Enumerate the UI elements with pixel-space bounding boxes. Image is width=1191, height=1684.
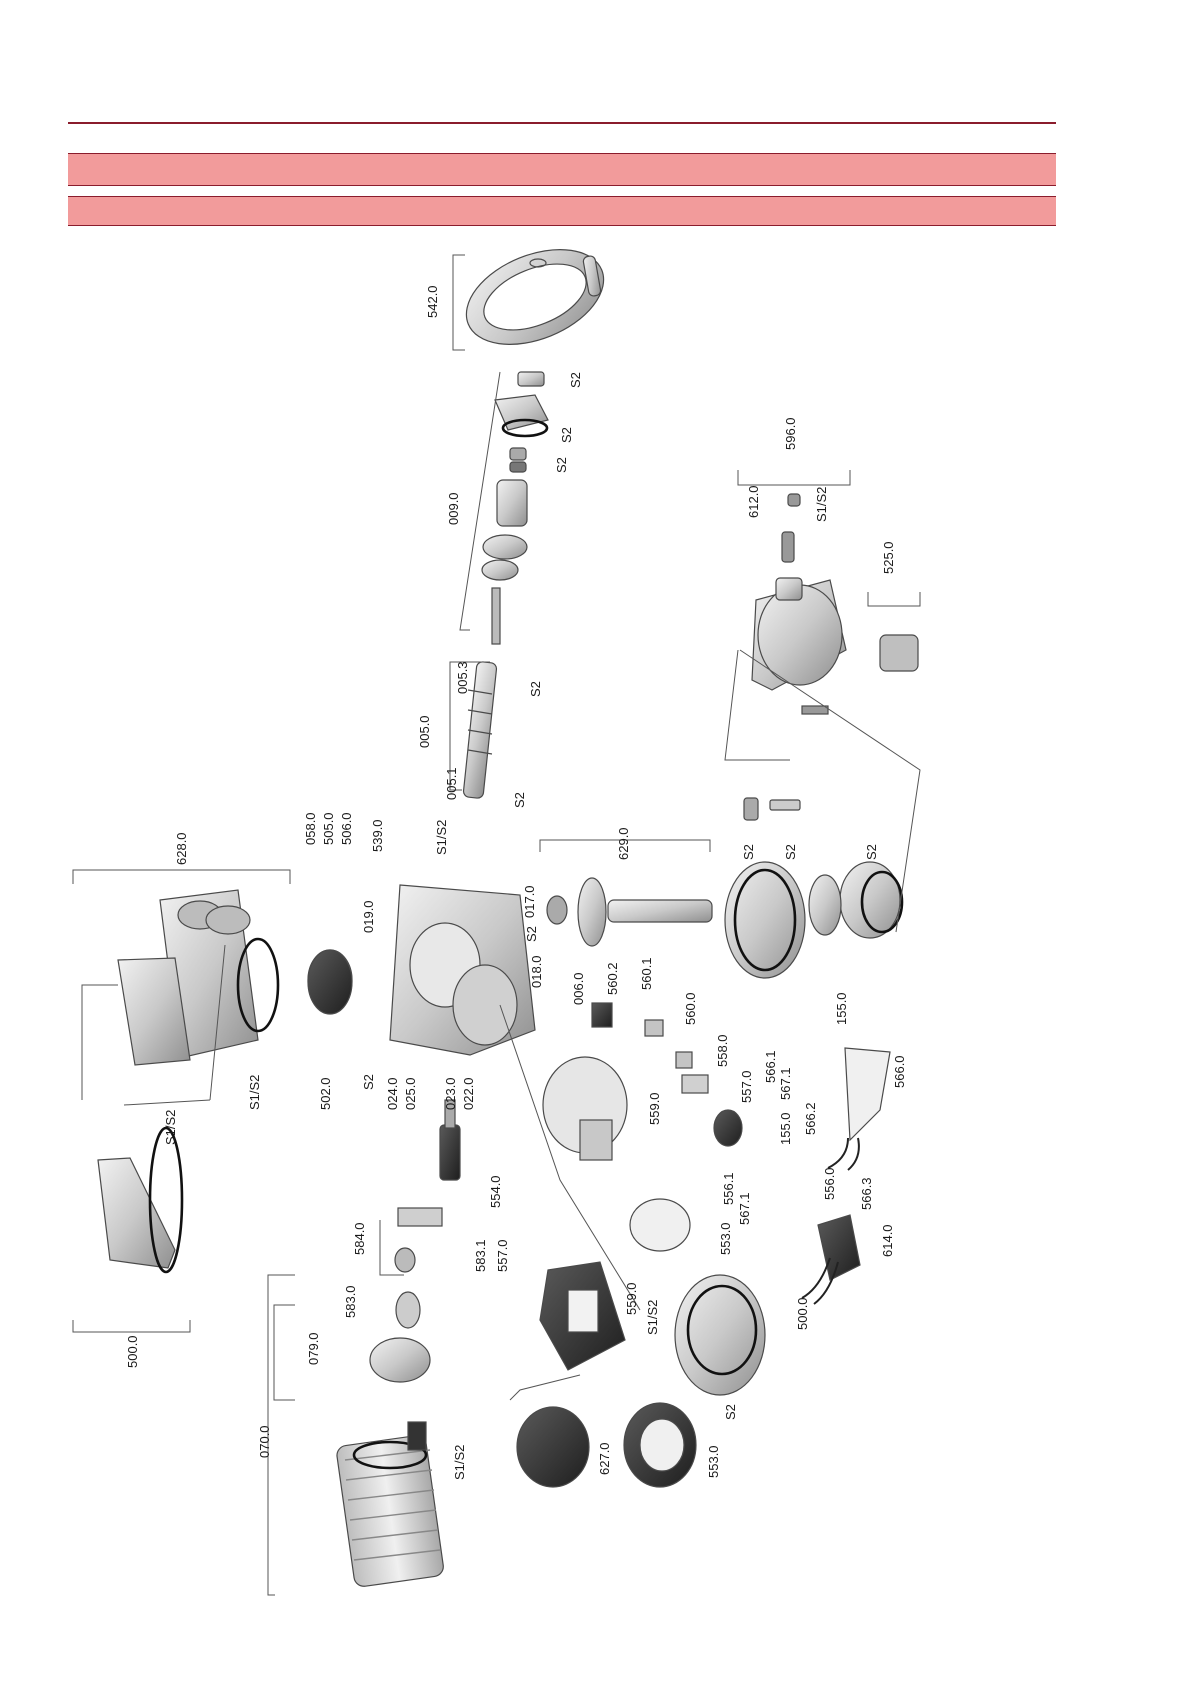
label-525: 525.0: [881, 541, 896, 574]
label-566: 566.0: [892, 1055, 907, 1088]
label-629: 629.0: [616, 827, 631, 860]
label-566-1: 566.1: [763, 1050, 778, 1083]
label-627: 627.0: [597, 1442, 612, 1475]
label-025: 025.0: [403, 1077, 418, 1110]
header-band-2: [68, 196, 1056, 226]
label-566-3: 566.3: [859, 1177, 874, 1210]
label-s2-5: S2: [512, 792, 527, 808]
indicator-disc-part: [629, 1198, 691, 1252]
label-s1s2-559: S1/S2: [645, 1300, 660, 1335]
label-628: 628.0: [174, 832, 189, 865]
label-019: 019.0: [361, 900, 376, 933]
label-018: 018.0: [529, 955, 544, 988]
electronics-cover-part: [674, 1274, 766, 1396]
label-539: 539.0: [370, 819, 385, 852]
control-unit-part-559: [542, 1056, 628, 1161]
label-612: 612.0: [746, 485, 761, 518]
label-559-b: 559.0: [624, 1282, 639, 1315]
label-s2-4: S2: [528, 681, 543, 697]
label-s2-7: S2: [783, 844, 798, 860]
control-module-part-559b: [539, 1261, 626, 1371]
label-558: 558.0: [715, 1034, 730, 1067]
label-005: 005.0: [417, 715, 432, 748]
label-542: 542.0: [425, 285, 440, 318]
label-155-b: 155.0: [834, 992, 849, 1025]
label-559-a: 559.0: [647, 1092, 662, 1125]
output-flange-part: [751, 493, 919, 715]
label-058: 058.0: [303, 812, 318, 845]
label-005-1: 005.1: [444, 767, 459, 800]
label-500-b: 500.0: [795, 1297, 810, 1330]
label-070: 070.0: [257, 1425, 272, 1458]
brake-part-079: [369, 1207, 443, 1383]
label-s2-10: S2: [361, 1074, 376, 1090]
label-596: 596.0: [783, 417, 798, 450]
label-006: 006.0: [571, 972, 586, 1005]
label-505: 505.0: [321, 812, 336, 845]
plug-part-502: [307, 949, 353, 1015]
leader-lines: [72, 254, 921, 1596]
label-s2-2: S2: [559, 427, 574, 443]
worm-gear-shaft-part: [546, 877, 713, 947]
label-560-2: 560.2: [605, 962, 620, 995]
label-553-a: 553.0: [718, 1222, 733, 1255]
label-005-3: 005.3: [455, 661, 470, 694]
label-023: 023.0: [443, 1077, 458, 1110]
handwheel-part: [465, 249, 605, 345]
label-556: 556.0: [822, 1167, 837, 1200]
label-009: 009.0: [446, 492, 461, 525]
label-583: 583.0: [343, 1285, 358, 1318]
label-s2-1: S2: [568, 372, 583, 388]
label-560-1: 560.1: [639, 957, 654, 990]
pcb-part: [801, 1047, 891, 1305]
label-s1s2-612: S1/S2: [814, 487, 829, 522]
handwheel-shaft-assembly: [481, 371, 549, 645]
label-s1s2-cover: S1/S2: [163, 1110, 178, 1145]
label-583-1: 583.1: [473, 1239, 488, 1272]
gear-set-part: [743, 797, 904, 939]
label-557-a: 557.0: [739, 1070, 754, 1103]
label-584: 584.0: [352, 1222, 367, 1255]
label-s2-8: S2: [864, 844, 879, 860]
label-s2-6: S2: [741, 844, 756, 860]
label-022: 022.0: [461, 1077, 476, 1110]
label-s2-11: S2: [723, 1404, 738, 1420]
switches-part: [591, 1002, 743, 1147]
label-557-b: 557.0: [495, 1239, 510, 1272]
label-614: 614.0: [880, 1224, 895, 1257]
label-s1s2-539: S1/S2: [434, 820, 449, 855]
label-017: 017.0: [522, 885, 537, 918]
label-567-1-b: 567.1: [737, 1192, 752, 1225]
label-s1s2-070: S1/S2: [452, 1445, 467, 1480]
label-567-1-a: 567.1: [778, 1067, 793, 1100]
label-s2-9: S2: [524, 926, 539, 942]
label-506: 506.0: [339, 812, 354, 845]
cover-part-500: [97, 1126, 184, 1274]
label-556-1: 556.1: [721, 1172, 736, 1205]
label-554: 554.0: [488, 1175, 503, 1208]
motor-housing-part: [117, 889, 280, 1066]
label-553-b: 553.0: [706, 1445, 721, 1478]
label-560: 560.0: [683, 992, 698, 1025]
gearbox-housing-part: [389, 884, 536, 1056]
label-s1s2-motor: S1/S2: [247, 1075, 262, 1110]
label-079: 079.0: [306, 1332, 321, 1365]
label-024: 024.0: [385, 1077, 400, 1110]
label-s2-3: S2: [554, 457, 569, 473]
terminal-part-554: [439, 1099, 461, 1181]
header-rule: [68, 122, 1056, 124]
label-155-a: 155.0: [778, 1112, 793, 1145]
cover-part-627: [516, 1402, 697, 1488]
motor-part-070: [336, 1421, 444, 1587]
label-502: 502.0: [318, 1077, 333, 1110]
label-566-2: 566.2: [803, 1102, 818, 1135]
header-band-1: [68, 153, 1056, 186]
label-500-a: 500.0: [125, 1335, 140, 1368]
output-plate-part: [724, 861, 806, 979]
